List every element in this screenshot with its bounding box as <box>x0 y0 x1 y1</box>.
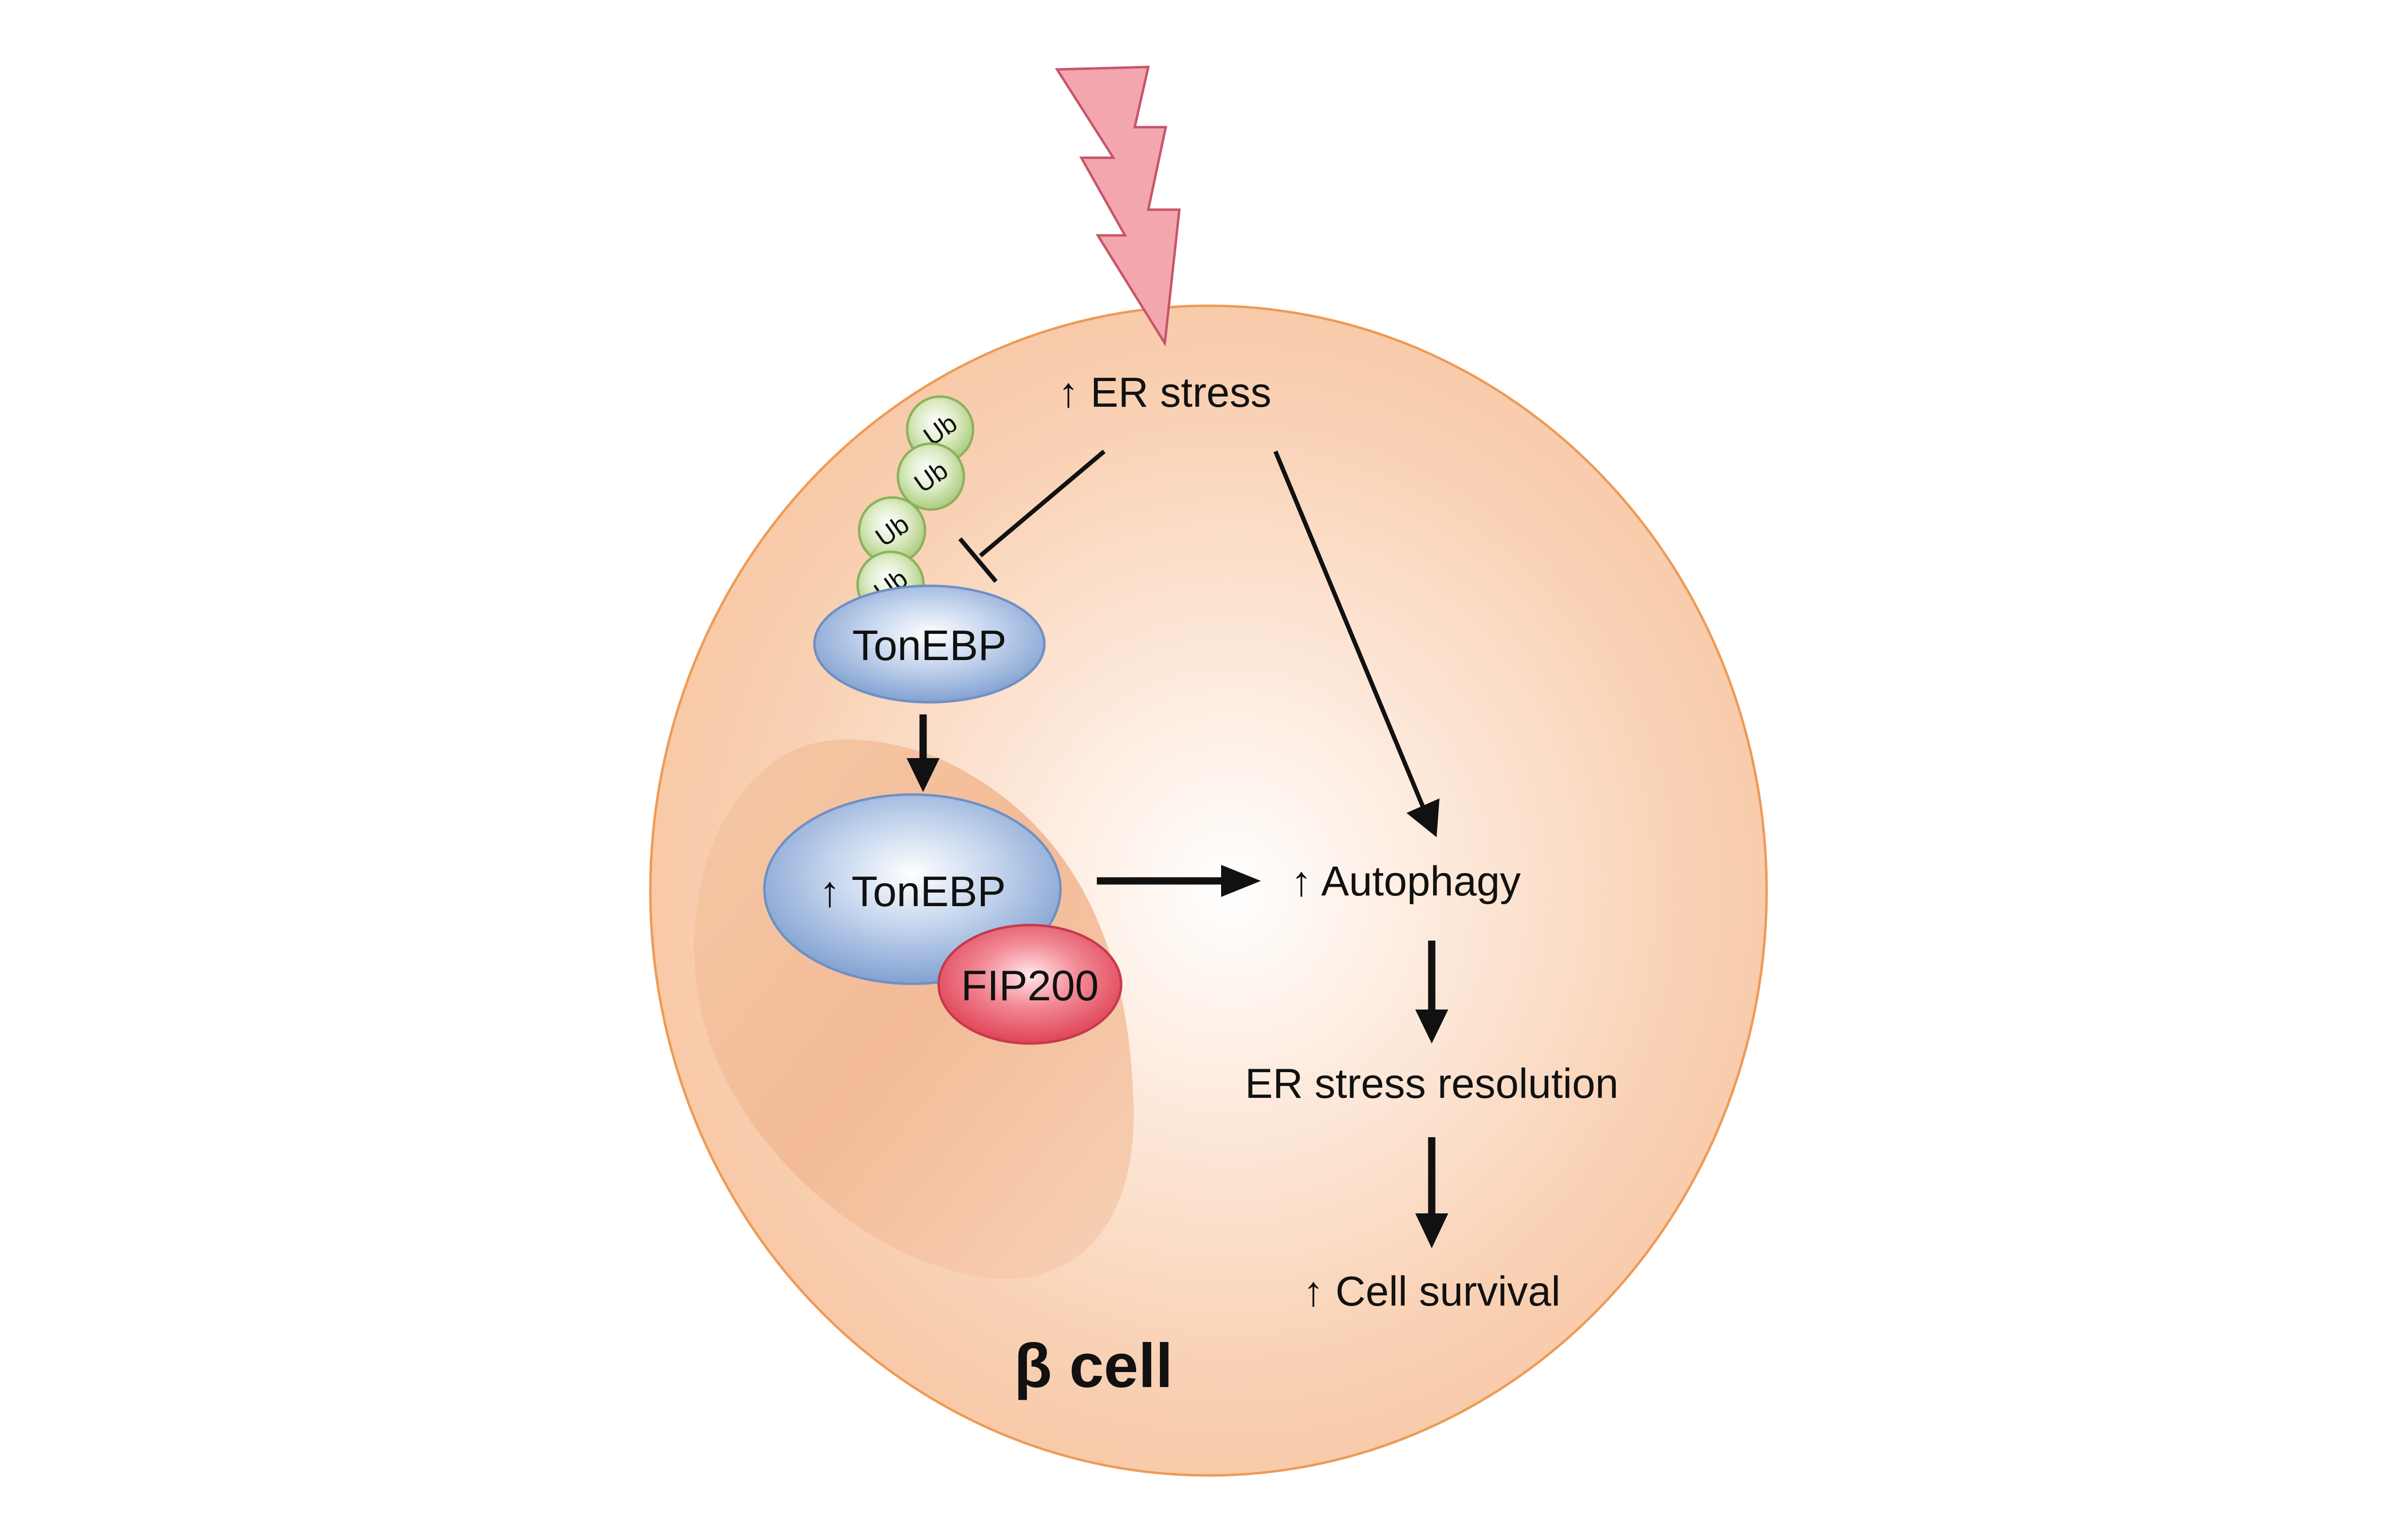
autophagy-to-resolution-arrow <box>1415 941 1448 1043</box>
ubiquitin-2: Ub <box>896 442 965 511</box>
svg-text:FIP200: FIP200 <box>961 961 1099 1010</box>
cell-survival-label: ↑ Cell survival <box>1303 1268 1560 1315</box>
beta-cell-label: β cell <box>1014 1331 1173 1401</box>
fip200: FIP200 <box>937 924 1123 1045</box>
tonebp-to-autophagy-arrow <box>1097 865 1261 897</box>
er-stress-label: ↑ ER stress <box>1058 369 1272 416</box>
translocation-arrow <box>907 714 940 792</box>
ubiquitin-chain: Ub Ub Ub Ub <box>856 395 975 619</box>
stress-to-autophagy-arrow <box>1273 450 1439 837</box>
ubiquitin-3: Ub <box>858 496 927 565</box>
svg-text:↑ TonEBP: ↑ TonEBP <box>819 867 1006 915</box>
tonebp-cytoplasmic: TonEBP <box>813 584 1046 704</box>
svg-text:TonEBP: TonEBP <box>852 621 1007 669</box>
er-stress-resolution-label: ER stress resolution <box>1245 1060 1619 1107</box>
inhibition-arrow <box>958 449 1106 583</box>
resolution-to-survival-arrow <box>1415 1137 1448 1248</box>
lightning-bolt-icon <box>1055 66 1181 347</box>
autophagy-label: ↑ Autophagy <box>1291 858 1521 905</box>
